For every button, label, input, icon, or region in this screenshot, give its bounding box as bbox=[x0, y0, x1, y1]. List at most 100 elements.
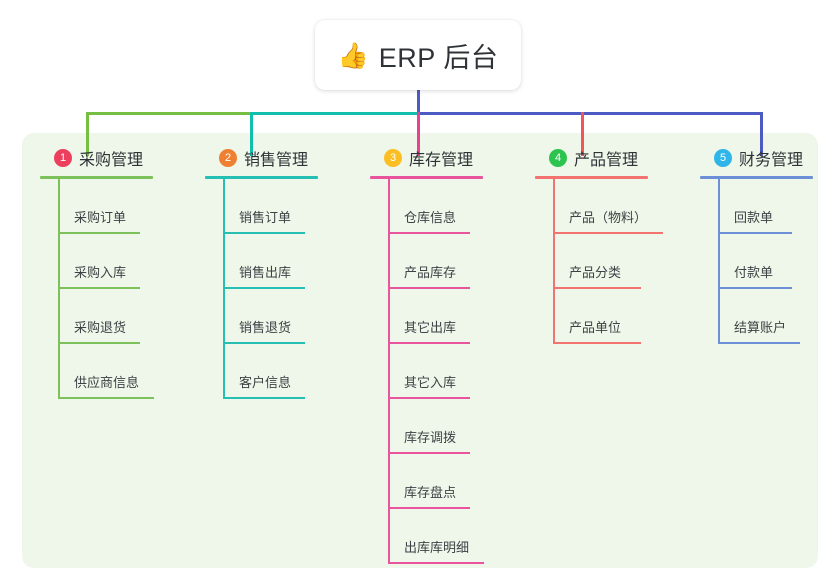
list-item[interactable]: 产品库存 bbox=[388, 234, 520, 289]
connector-drop-finance bbox=[760, 112, 763, 156]
connector-drop-purchasing bbox=[86, 112, 89, 156]
column-rule-inventory bbox=[370, 176, 483, 179]
list-item[interactable]: 采购入库 bbox=[58, 234, 190, 289]
list-item-rule bbox=[718, 232, 792, 234]
list-item[interactable]: 仓库信息 bbox=[388, 179, 520, 234]
list-item-label: 客户信息 bbox=[239, 375, 292, 390]
item-list-sales: 销售订单销售出库销售退货客户信息 bbox=[223, 179, 355, 399]
list-item-label: 采购退货 bbox=[74, 320, 127, 335]
list-item-rule bbox=[553, 232, 663, 234]
list-item-label: 产品单位 bbox=[569, 320, 622, 335]
connector-drop-sales bbox=[250, 112, 253, 156]
list-item[interactable]: 结算账户 bbox=[718, 289, 839, 344]
list-item-label: 采购订单 bbox=[74, 210, 127, 225]
list-item-label: 销售出库 bbox=[239, 265, 292, 280]
item-spine-sales bbox=[223, 179, 225, 399]
list-item[interactable]: 采购退货 bbox=[58, 289, 190, 344]
list-item[interactable]: 销售退货 bbox=[223, 289, 355, 344]
list-item-rule bbox=[388, 507, 470, 509]
item-spine-finance bbox=[718, 179, 720, 344]
list-item[interactable]: 采购订单 bbox=[58, 179, 190, 234]
column-badge-purchasing: 1 bbox=[54, 149, 72, 167]
connector-drop-product bbox=[581, 112, 584, 156]
list-item-label: 销售订单 bbox=[239, 210, 292, 225]
list-item-rule bbox=[388, 452, 470, 454]
column-badge-finance: 5 bbox=[714, 149, 732, 167]
list-item-rule bbox=[553, 342, 641, 344]
column-rule-finance bbox=[700, 176, 813, 179]
list-item-rule bbox=[388, 342, 470, 344]
column-title-product: 产品管理 bbox=[574, 152, 639, 169]
list-item-label: 回款单 bbox=[734, 210, 774, 225]
list-item[interactable]: 供应商信息 bbox=[58, 344, 190, 399]
item-spine-purchasing bbox=[58, 179, 60, 399]
column-header-product[interactable]: 4 产品管理 bbox=[535, 146, 695, 170]
list-item[interactable]: 产品分类 bbox=[553, 234, 695, 289]
list-item-label: 采购入库 bbox=[74, 265, 127, 280]
list-item-rule bbox=[718, 287, 792, 289]
column-finance: 5 财务管理回款单付款单结算账户 bbox=[700, 146, 839, 344]
list-item[interactable]: 其它出库 bbox=[388, 289, 520, 344]
list-item-label: 供应商信息 bbox=[74, 375, 140, 390]
list-item-label: 其它出库 bbox=[404, 320, 457, 335]
item-spine-product bbox=[553, 179, 555, 344]
list-item-label: 库存调拨 bbox=[404, 430, 457, 445]
list-item-rule bbox=[223, 287, 305, 289]
list-item[interactable]: 产品单位 bbox=[553, 289, 695, 344]
list-item-rule bbox=[553, 287, 641, 289]
list-item-rule bbox=[388, 287, 470, 289]
column-product: 4 产品管理产品（物料）产品分类产品单位 bbox=[535, 146, 695, 344]
list-item-label: 其它入库 bbox=[404, 375, 457, 390]
list-item[interactable]: 库存调拨 bbox=[388, 399, 520, 454]
background-panel bbox=[22, 133, 818, 568]
connector-segment-green bbox=[86, 112, 251, 115]
list-item[interactable]: 出库库明细 bbox=[388, 509, 520, 564]
item-list-product: 产品（物料）产品分类产品单位 bbox=[553, 179, 695, 344]
column-title-finance: 财务管理 bbox=[739, 152, 804, 169]
list-item[interactable]: 库存盘点 bbox=[388, 454, 520, 509]
list-item[interactable]: 客户信息 bbox=[223, 344, 355, 399]
list-item-rule bbox=[718, 342, 800, 344]
list-item-label: 产品库存 bbox=[404, 265, 457, 280]
list-item-label: 销售退货 bbox=[239, 320, 292, 335]
item-list-finance: 回款单付款单结算账户 bbox=[718, 179, 839, 344]
column-header-inventory[interactable]: 3 库存管理 bbox=[370, 146, 520, 170]
list-item[interactable]: 产品（物料） bbox=[553, 179, 695, 234]
list-item-label: 库存盘点 bbox=[404, 485, 457, 500]
list-item-rule bbox=[388, 562, 484, 564]
column-inventory: 3 库存管理仓库信息产品库存其它出库其它入库库存调拨库存盘点出库库明细 bbox=[370, 146, 520, 564]
item-list-purchasing: 采购订单采购入库采购退货供应商信息 bbox=[58, 179, 190, 399]
root-node-card[interactable]: 👍 ERP 后台 bbox=[315, 20, 521, 90]
item-spine-inventory bbox=[388, 179, 390, 564]
list-item-rule bbox=[388, 397, 470, 399]
column-header-finance[interactable]: 5 财务管理 bbox=[700, 146, 839, 170]
list-item[interactable]: 付款单 bbox=[718, 234, 839, 289]
column-badge-sales: 2 bbox=[219, 149, 237, 167]
list-item-rule bbox=[58, 232, 140, 234]
column-title-inventory: 库存管理 bbox=[409, 152, 474, 169]
column-rule-product bbox=[535, 176, 648, 179]
list-item[interactable]: 其它入库 bbox=[388, 344, 520, 399]
list-item-label: 出库库明细 bbox=[404, 540, 470, 555]
thumbs-up-icon: 👍 bbox=[337, 41, 369, 70]
list-item[interactable]: 销售出库 bbox=[223, 234, 355, 289]
column-badge-product: 4 bbox=[549, 149, 567, 167]
column-rule-purchasing bbox=[40, 176, 153, 179]
connector-segment-blue bbox=[417, 112, 762, 115]
root-node-title: ERP 后台 bbox=[378, 42, 499, 73]
list-item-rule bbox=[58, 397, 154, 399]
list-item-rule bbox=[223, 397, 305, 399]
list-item[interactable]: 销售订单 bbox=[223, 179, 355, 234]
list-item-rule bbox=[223, 342, 305, 344]
connector-drop-inventory bbox=[417, 112, 420, 156]
list-item[interactable]: 回款单 bbox=[718, 179, 839, 234]
list-item-rule bbox=[223, 232, 305, 234]
list-item-label: 结算账户 bbox=[734, 320, 787, 335]
column-badge-inventory: 3 bbox=[384, 149, 402, 167]
list-item-label: 仓库信息 bbox=[404, 210, 457, 225]
